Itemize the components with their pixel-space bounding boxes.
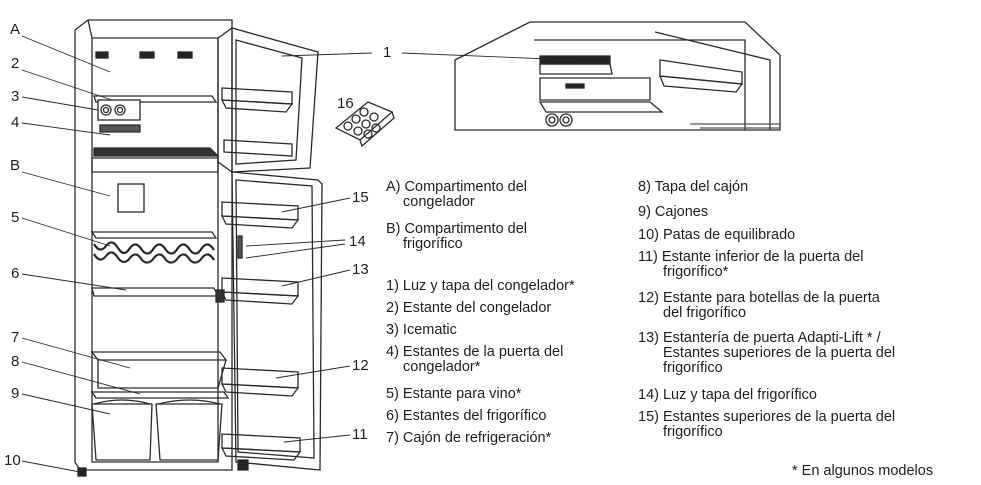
leader-A <box>21 35 111 73</box>
callout-A: A <box>10 21 21 38</box>
legend-item-2: 2) Estante del congelador <box>386 300 552 316</box>
legend-item-5: 5) Estante para vino* <box>386 386 522 402</box>
leader-7 <box>21 337 131 369</box>
legend-item-1: 1) Luz y tapa del congelador* <box>386 278 575 294</box>
legend-item-A: A) Compartimento del congelador <box>386 179 528 210</box>
callout-7: 7 <box>11 329 20 346</box>
legend-item-3: 3) Icematic <box>386 322 457 338</box>
legend-item-4: 4) Estantes de la puerta del congelador* <box>386 344 564 375</box>
legend-item-10: 10) Patas de equilibrado <box>638 227 796 243</box>
callout-14: 14 <box>349 233 366 250</box>
divider <box>91 157 219 173</box>
freezer-door-shelf-lower <box>223 139 293 157</box>
callout-5: 5 <box>11 209 20 226</box>
legend-item-8: 8) Tapa del cajón <box>638 179 749 195</box>
leader-15 <box>281 197 351 213</box>
icematic <box>97 99 141 121</box>
callout-13: 13 <box>352 261 369 278</box>
legend-item-B: B) Compartimento del frigorífico <box>386 221 528 252</box>
legend-item-11: 11) Estante inferior de la puerta del fr… <box>638 249 864 280</box>
legend-item-14: 14) Luz y tapa del frigorífico <box>638 387 817 403</box>
callout-12: 12 <box>352 357 369 374</box>
freezer-closeup <box>454 21 781 131</box>
callout-B: B <box>10 157 21 174</box>
callout-11: 11 <box>352 426 368 443</box>
wine-shelf <box>93 241 215 255</box>
freezer-light <box>95 51 109 59</box>
leader-14a <box>245 239 346 247</box>
leader-14b <box>245 243 346 259</box>
leader-9 <box>21 393 111 415</box>
leader-5 <box>21 217 111 247</box>
leader-B <box>21 171 111 197</box>
footnote: * En algunos modelos <box>792 463 934 479</box>
legend-item-7: 7) Cajón de refrigeración* <box>386 430 552 446</box>
chiller-drawer <box>90 351 228 361</box>
leader-1b <box>401 52 575 61</box>
drawer-right <box>155 403 223 461</box>
fridge-light-cover <box>117 183 145 213</box>
fridge-shelf <box>91 287 220 297</box>
legend-item-15: 15) Estantes superiores de la puerta del… <box>638 409 896 440</box>
callout-16: 16 <box>337 95 354 112</box>
drawer-lid <box>90 391 230 399</box>
leader-10 <box>21 460 81 473</box>
callout-4: 4 <box>11 114 20 131</box>
callout-1: 1 <box>383 44 392 61</box>
leader-12 <box>275 365 351 379</box>
drawer-left <box>91 403 153 461</box>
leader-11 <box>283 434 351 443</box>
legend-item-6: 6) Estantes del frigorífico <box>386 408 547 424</box>
callout-2: 2 <box>11 55 20 72</box>
freezer-shelf <box>93 95 218 103</box>
callout-3: 3 <box>11 88 20 105</box>
freezer-floor <box>93 147 220 157</box>
legend-item-9: 9) Cajones <box>638 204 709 220</box>
leader-3 <box>21 96 99 111</box>
leader-1a <box>281 52 373 57</box>
fridge-door <box>231 171 323 471</box>
legend-item-12: 12) Estante para botellas de la puerta d… <box>638 290 880 321</box>
cabinet-inner <box>91 37 219 463</box>
legend-item-13: 13) Estantería de puerta Adapti-Lift * /… <box>638 330 896 376</box>
egg-tray <box>334 101 395 148</box>
callout-6: 6 <box>11 265 20 282</box>
callout-15: 15 <box>352 189 369 206</box>
leader-2 <box>21 69 113 101</box>
leader-4 <box>21 122 111 136</box>
door-shelf-bottom <box>221 433 301 453</box>
callout-9: 9 <box>11 385 20 402</box>
callout-10: 10 <box>4 452 21 469</box>
leader-13 <box>281 269 351 287</box>
leader-6 <box>21 273 127 291</box>
callout-8: 8 <box>11 353 20 370</box>
leader-8 <box>21 361 141 395</box>
